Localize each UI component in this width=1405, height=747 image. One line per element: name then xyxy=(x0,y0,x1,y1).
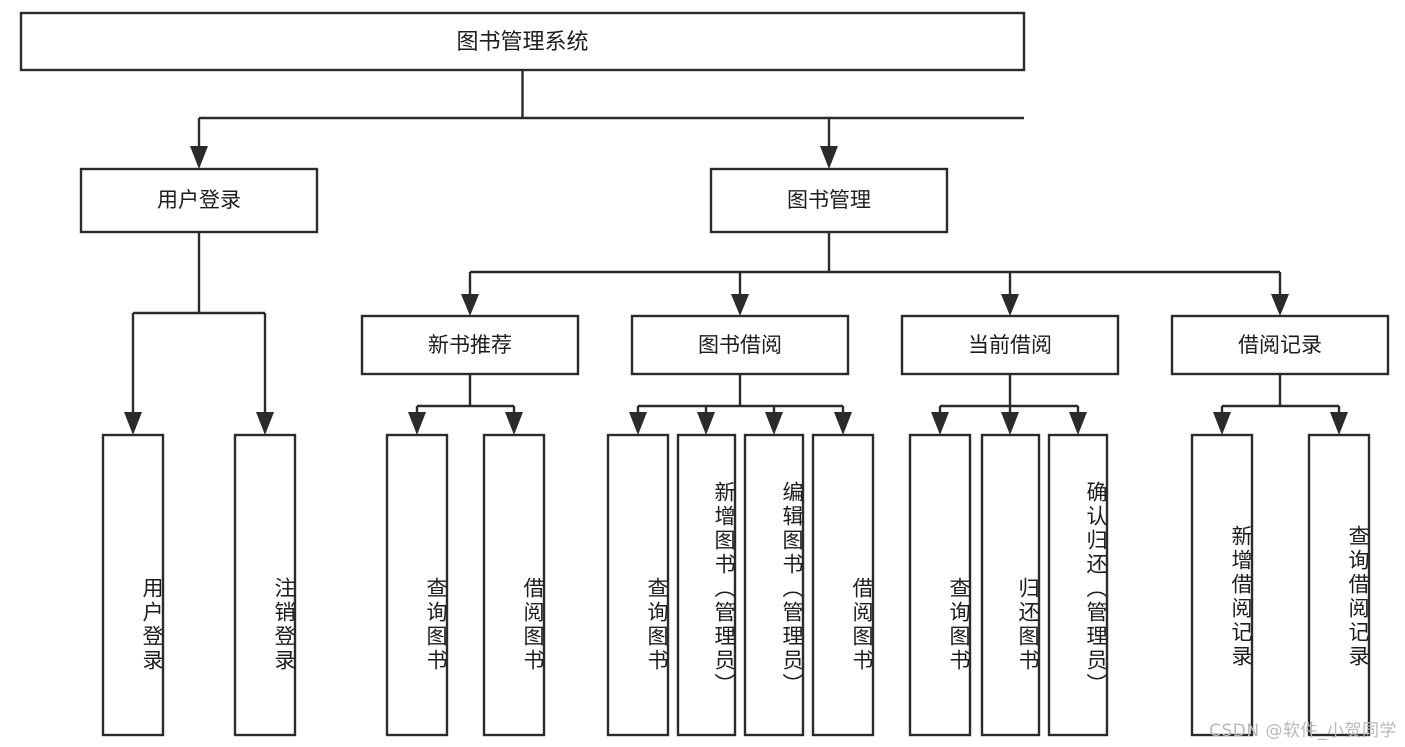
leaf-box-book-borrow-3[interactable] xyxy=(743,433,805,737)
connector-layer xyxy=(124,70,1348,435)
arrow-current-borrow-leaf-1 xyxy=(931,412,949,435)
node-book-manage[interactable]: 图书管理 xyxy=(709,167,949,234)
node-current-borrow-box[interactable] xyxy=(900,314,1120,376)
arrow-root-to-user-login xyxy=(190,146,208,169)
arrow-root-to-book-manage xyxy=(820,146,838,169)
node-book-borrow[interactable]: 图书借阅 xyxy=(630,314,850,376)
node-book-manage-box[interactable] xyxy=(709,167,949,234)
node-current-borrow-label: 当前借阅 xyxy=(968,333,1052,357)
leaf-box-current-borrow-3[interactable] xyxy=(1047,433,1109,737)
node-root[interactable]: 图书管理系统 xyxy=(19,11,1026,72)
arrow-borrow-record-leaf-1 xyxy=(1213,412,1231,435)
node-user-login[interactable]: 用户登录 xyxy=(79,167,319,234)
arrow-book-borrow-leaf-2 xyxy=(697,412,715,435)
leaf-box-user-login-2[interactable] xyxy=(233,433,297,737)
arrow-user-login-leaf-2 xyxy=(256,412,274,435)
arrow-user-login-leaf-1 xyxy=(124,412,142,435)
node-book-borrow-box[interactable] xyxy=(630,314,850,376)
node-borrow-record[interactable]: 借阅记录 xyxy=(1170,314,1390,376)
leaf-box-book-borrow-1[interactable] xyxy=(606,433,670,737)
node-new-book-recommend[interactable]: 新书推荐 xyxy=(360,314,580,376)
arrow-to-current-borrow xyxy=(1001,294,1019,316)
node-borrow-record-box[interactable] xyxy=(1170,314,1390,376)
node-root-box[interactable] xyxy=(19,11,1026,72)
node-borrow-record-label: 借阅记录 xyxy=(1238,333,1322,357)
arrow-to-new-book-recommend xyxy=(461,294,479,316)
node-user-login-label: 用户登录 xyxy=(157,188,241,212)
arrow-book-borrow-leaf-4 xyxy=(834,412,852,435)
arrow-current-borrow-leaf-3 xyxy=(1069,412,1087,435)
node-current-borrow[interactable]: 当前借阅 xyxy=(900,314,1120,376)
leaf-box-book-borrow-4[interactable] xyxy=(811,433,875,737)
leaf-box-new-book-2[interactable] xyxy=(482,433,546,737)
leaf-box-current-borrow-2[interactable] xyxy=(980,433,1041,737)
node-new-book-recommend-box[interactable] xyxy=(360,314,580,376)
arrow-borrow-record-leaf-2 xyxy=(1330,412,1348,435)
leaf-layer xyxy=(101,433,1371,737)
arrow-to-book-borrow xyxy=(731,294,749,316)
arrow-current-borrow-leaf-2 xyxy=(1001,412,1019,435)
leaf-box-new-book-1[interactable] xyxy=(385,433,449,737)
arrow-book-borrow-leaf-3 xyxy=(765,412,783,435)
arrow-new-book-leaf-1 xyxy=(408,412,426,435)
leaf-box-user-login-1[interactable] xyxy=(101,433,165,737)
leaf-box-book-borrow-2[interactable] xyxy=(676,433,737,737)
arrow-book-borrow-leaf-1 xyxy=(629,412,647,435)
arrow-to-borrow-record xyxy=(1271,294,1289,316)
node-book-manage-label: 图书管理 xyxy=(787,188,871,212)
node-user-login-box[interactable] xyxy=(79,167,319,234)
node-book-borrow-label: 图书借阅 xyxy=(698,333,782,357)
csdn-watermark: CSDN @软件_小贺同学 xyxy=(1209,721,1397,741)
leaf-box-borrow-record-2[interactable] xyxy=(1307,433,1371,737)
leaf-box-borrow-record-1[interactable] xyxy=(1190,433,1254,737)
node-root-label: 图书管理系统 xyxy=(456,30,588,55)
node-new-book-recommend-label: 新书推荐 xyxy=(428,333,512,357)
leaf-box-current-borrow-1[interactable] xyxy=(908,433,972,737)
arrow-new-book-leaf-2 xyxy=(505,412,523,435)
